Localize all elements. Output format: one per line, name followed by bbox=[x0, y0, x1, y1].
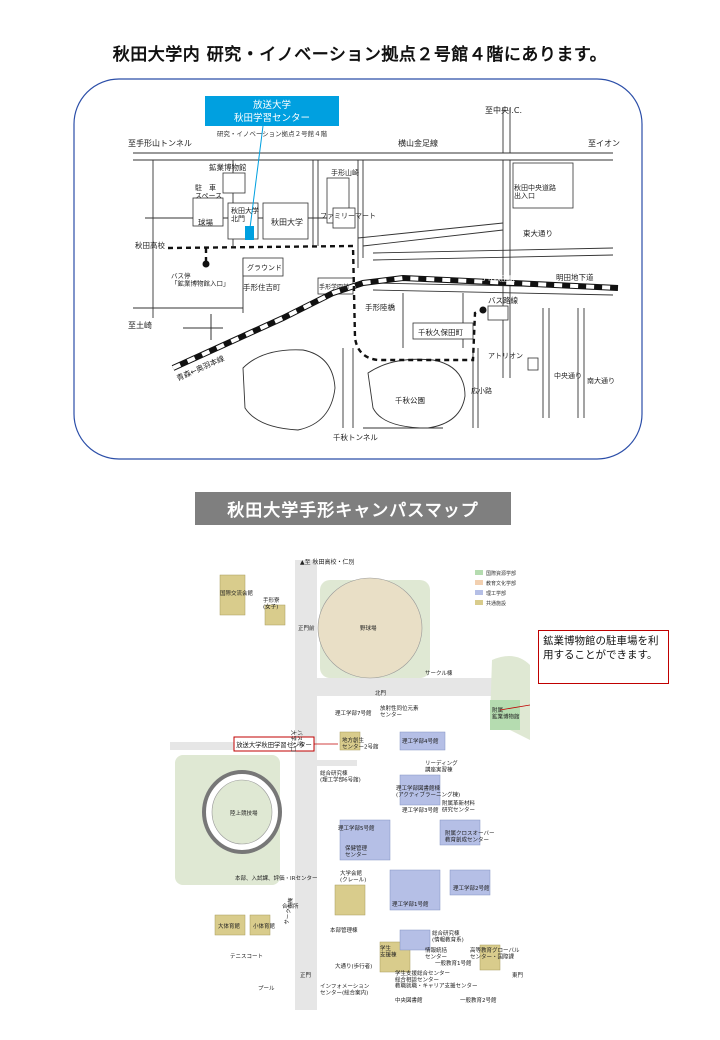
cm-innovation-mat: 附属革新材料研究センター bbox=[442, 799, 476, 813]
cm-intl-hall: 国際交流会館 bbox=[220, 589, 254, 597]
cm-dorm: 手形寮(女子) bbox=[263, 596, 280, 610]
legend-swatch-1 bbox=[475, 580, 483, 585]
cm-dojo: 合宿所 bbox=[282, 902, 299, 910]
label-north-gate: 秋田大学北門 bbox=[231, 206, 259, 223]
label-tegata-gakuen: 手形学園前 bbox=[319, 283, 349, 291]
label-mining-museum: 鉱業博物館 bbox=[209, 162, 247, 172]
campus-map: 放送大学秋田学習センター 国際資源学部 教育文化学部 理工学部 共通施設 ▲至 … bbox=[170, 550, 530, 1010]
cm-tennis: テニスコート bbox=[230, 953, 263, 960]
cm-pool: プール bbox=[258, 985, 275, 992]
cm-nishi-gate: 正門前 bbox=[298, 624, 315, 632]
cm-library-annex: 理工学部図書館棟(アクティブラーニング棟) bbox=[396, 784, 460, 798]
label-atorion: アトリオン bbox=[488, 352, 523, 360]
cm-general-ed2: 一般教育2号館 bbox=[460, 996, 497, 1004]
cm-eng4: 理工学部4号館 bbox=[402, 737, 439, 745]
label-akita-station-exit: 秋田中央道路出入口 bbox=[514, 183, 556, 200]
legend-label-0: 国際資源学部 bbox=[486, 570, 516, 577]
cm-circle-bldg: サークル棟 bbox=[425, 669, 453, 677]
cm-eng5: 理工学部5号館 bbox=[338, 824, 375, 832]
cm-eng1: 理工学部1号館 bbox=[392, 900, 429, 908]
cm-baseball: 野球場 bbox=[360, 624, 377, 632]
label-to-chuo-ic: 至中央I.C. bbox=[485, 105, 522, 115]
cm-mining-museum: 附属鉱業博物館 bbox=[492, 706, 520, 720]
label-to-tsuchizaki: 至土崎 bbox=[128, 320, 152, 330]
legend-label-2: 理工学部 bbox=[486, 590, 506, 597]
legend-swatch-3 bbox=[475, 600, 483, 605]
cm-gym-small: 小体育館 bbox=[253, 922, 276, 930]
label-senshu-park: 千秋公園 bbox=[395, 395, 425, 405]
cm-info-center: 情報統括センター bbox=[425, 946, 448, 960]
cm-eng3: 理工学部3号館 bbox=[402, 806, 439, 814]
callout-line1: 放送大学 bbox=[253, 99, 291, 111]
label-to-aeon: 至イオン bbox=[588, 139, 620, 148]
cm-reading-lab: リーディング講座実習棟 bbox=[425, 759, 458, 773]
label-akita-univ: 秋田大学 bbox=[271, 217, 303, 227]
cm-eng2: 理工学部2号館 bbox=[453, 884, 490, 892]
label-minami-odori: 南大通り bbox=[587, 376, 615, 385]
label-higashi-odori: 東大通り bbox=[523, 228, 553, 238]
label-baseball-field: 球場 bbox=[198, 217, 213, 227]
campus-map-title: 秋田大学手形キャンパスマップ bbox=[195, 492, 511, 525]
cm-gym-large: 大体育館 bbox=[218, 922, 241, 930]
cm-general-ed1: 一般教育1号館 bbox=[435, 959, 472, 967]
cm-crossover-center: 附属クロスオーバー教育創成センター bbox=[445, 829, 494, 843]
label-tegatayamazaki: 手形山崎 bbox=[331, 168, 359, 177]
label-meitoku-underpass: 明田地下道 bbox=[556, 272, 594, 282]
cm-intl-center: 高等教育グローバルセンター・国際課 bbox=[470, 946, 520, 960]
label-tegata-sumiyoshi: 手形住吉町 bbox=[243, 282, 281, 292]
cm-odori: 大通り(歩行者) bbox=[335, 962, 372, 970]
area-map: 放送大学 秋田学習センター 研究・イノベーション拠点２号館４階 至中央I.C. … bbox=[73, 78, 643, 460]
cm-north-gate: 北門 bbox=[375, 689, 387, 697]
cm-student-support: 学生支援棟 bbox=[380, 944, 397, 958]
cm-health-center: 保健管理センター bbox=[345, 844, 368, 858]
cm-student-center: 学生支援総合センター総合相談センター教職就職・キャリア支援センター bbox=[395, 969, 478, 990]
target-building bbox=[245, 226, 254, 240]
label-bus-stop: バス停「鉱業博物館入口」 bbox=[171, 271, 230, 287]
cm-general-research: 総合研究棟(理工学部6号館) bbox=[320, 769, 361, 783]
campus-top-direction: ▲至 秋田高校・仁別 bbox=[300, 558, 355, 566]
cm-rad-center: 放射性同位元素センター bbox=[380, 704, 419, 718]
cm-university-hall: 大学会館(クレール) bbox=[340, 869, 366, 883]
cm-track-field: 陸上競技場 bbox=[230, 809, 258, 817]
callout-sub: 研究・イノベーション拠点２号館４階 bbox=[217, 129, 328, 138]
label-senshu-kubota: 千秋久保田町 bbox=[418, 327, 463, 337]
callout-line2: 秋田学習センター bbox=[234, 112, 310, 124]
label-to-tegatayama-tunnel: 至手形山トンネル bbox=[128, 138, 192, 148]
cm-admin-bldg: 本部管理棟 bbox=[330, 926, 358, 934]
cm-info-tech: インフォメーションセンター(総合案内) bbox=[320, 983, 370, 996]
legend-swatch-2 bbox=[475, 590, 483, 595]
label-hirokoji: 広小路 bbox=[471, 386, 492, 395]
label-family-mart: ファミリーマート bbox=[320, 212, 376, 220]
label-parking-space: 駐 車スペース bbox=[195, 183, 222, 200]
label-chuo-dori: 中央通り bbox=[554, 371, 582, 380]
label-akita-high: 秋田高校 bbox=[135, 240, 165, 250]
cm-library: 中央図書館 bbox=[395, 996, 423, 1004]
label-senshu-tunnel: 千秋トンネル bbox=[333, 432, 378, 442]
cm-front-gate: 正門 bbox=[300, 972, 312, 979]
cm-eng7: 理工学部7号館 bbox=[335, 709, 372, 717]
label-ground: グラウンド bbox=[247, 263, 282, 272]
cm-east-gate: 東門 bbox=[512, 971, 524, 979]
label-bus-route: バス路線 bbox=[488, 295, 518, 305]
page-headline: 秋田大学内 研究・イノベーション拠点２号館４階にあります。 bbox=[112, 45, 608, 65]
target-highlight: 放送大学秋田学習センター bbox=[236, 740, 312, 749]
legend-swatch-0 bbox=[475, 570, 483, 575]
label-tegata-bridge: 手形陸橋 bbox=[365, 302, 395, 312]
parking-note: 鉱業博物館の駐車場を利用することができます。 bbox=[538, 630, 669, 684]
legend-label-3: 共通施設 bbox=[486, 600, 506, 607]
cm-bus-stop: バス停大学入口 bbox=[290, 730, 304, 752]
cm-admin-center: 本部、入試課、評価・IRセンター bbox=[235, 874, 317, 882]
label-jr-akita-station: ＪＲ秋田駅 bbox=[480, 274, 515, 283]
label-yokoyama-kanaashi: 横山金足線 bbox=[398, 138, 438, 148]
cm-regional-center: 地方創生センター2号館 bbox=[342, 736, 379, 750]
cm-general-research2: 総合研究棟(情報教育系) bbox=[432, 929, 464, 943]
legend-label-1: 教育文化学部 bbox=[486, 580, 516, 587]
